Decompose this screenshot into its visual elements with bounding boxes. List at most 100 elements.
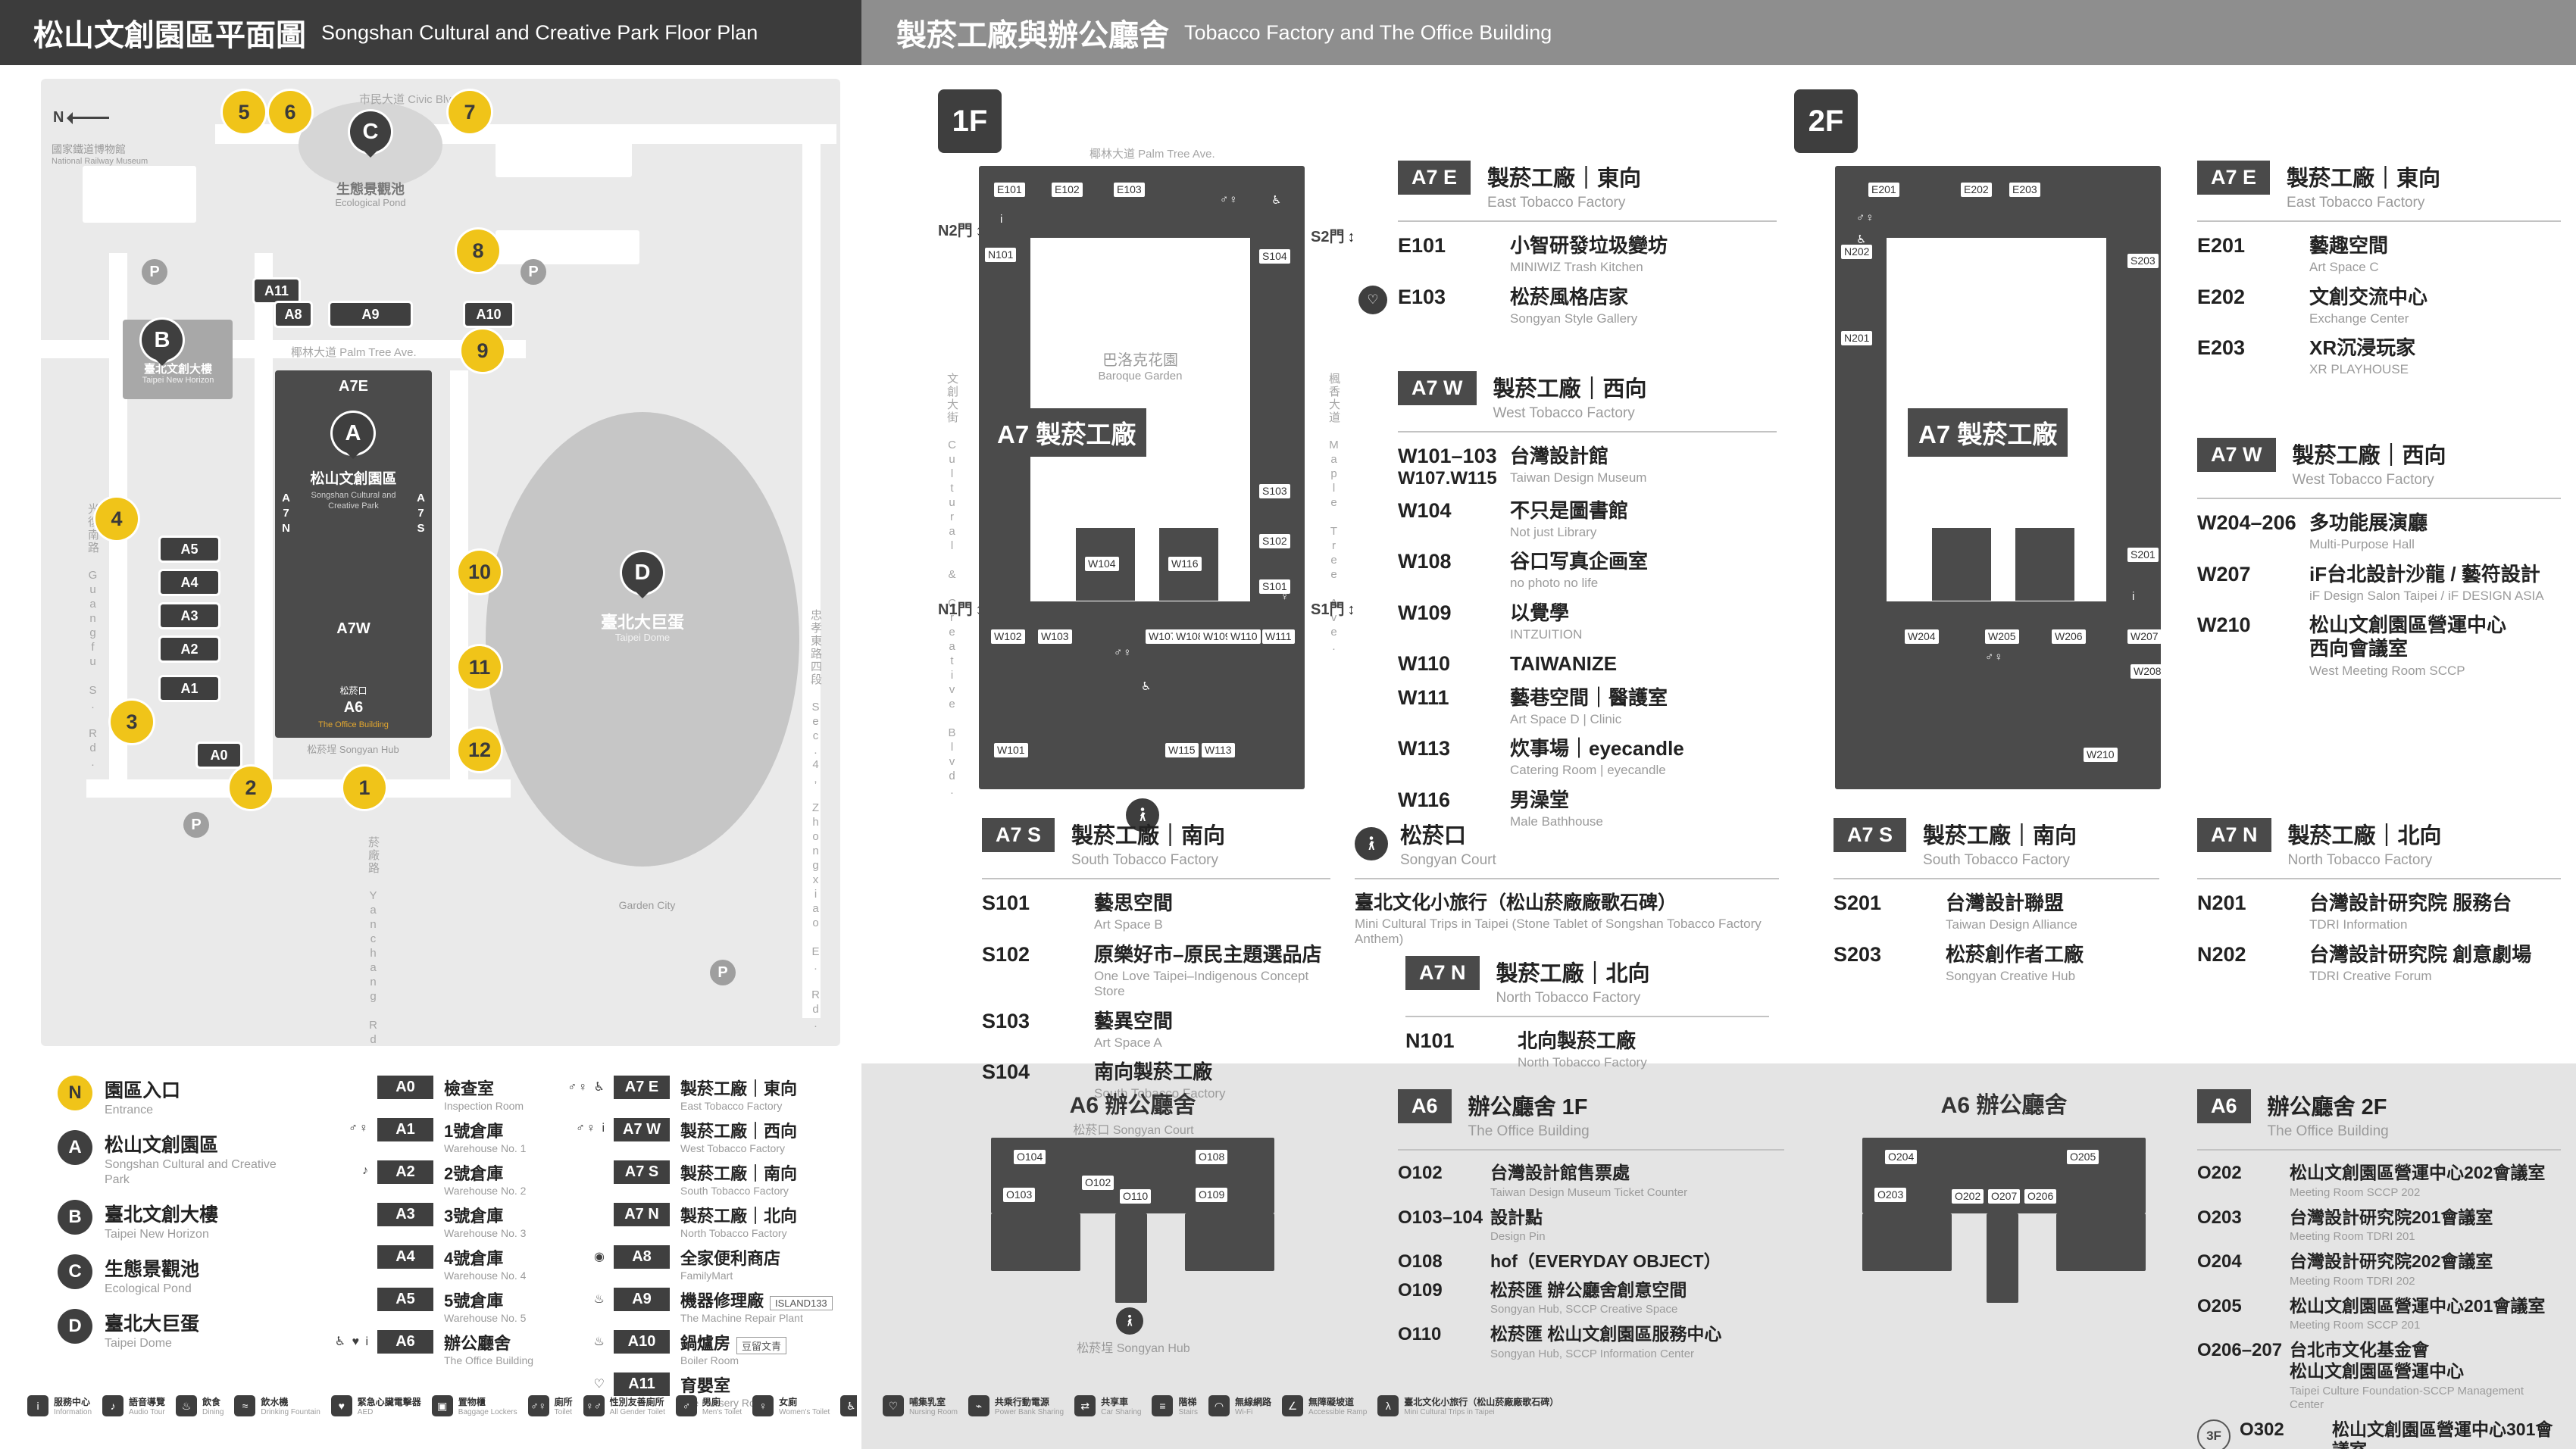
plan-room-label: E201 bbox=[1868, 183, 1899, 198]
legend-building-en: Warehouse No. 4 bbox=[444, 1269, 527, 1282]
legend-building-row: ♂♀ i A7 W 製菸工廠｜西向 West Tobacco Factory bbox=[539, 1118, 858, 1154]
legend-marker-en: Ecological Pond bbox=[105, 1282, 192, 1295]
a6-building-part bbox=[1862, 1213, 1952, 1271]
section-badge: A7 S bbox=[982, 818, 1055, 852]
a6-building-part bbox=[1185, 1213, 1274, 1271]
map-label-a7w: A7W bbox=[336, 620, 370, 637]
room-name-zh: 台灣設計聯盟 bbox=[1946, 892, 2065, 914]
entrance-marker: 3 bbox=[111, 701, 153, 743]
room-id: O110 bbox=[1398, 1324, 1442, 1345]
plan-room-label: S101 bbox=[1259, 579, 1290, 595]
room-id: S201 bbox=[1834, 892, 1882, 914]
legend-marker-zh: 臺北文創大樓 bbox=[105, 1204, 219, 1226]
legend-row-icons: ♂♀ bbox=[349, 1122, 370, 1135]
room-name-en: TDRI Creative Forum bbox=[2309, 968, 2432, 983]
room-row: O110 松菸匯 松山文創園區服務中心 Songyan Hub, SCCP In… bbox=[1398, 1324, 1784, 1361]
right-bottom-zone bbox=[861, 1063, 2576, 1449]
plan-room-label: N101 bbox=[985, 248, 1017, 263]
legend-row-icons: ◉ bbox=[594, 1251, 606, 1263]
map-pin: A bbox=[333, 413, 374, 454]
facility-item: ♿ 無障礙廁所Accessible Toilet bbox=[840, 1395, 857, 1416]
plan-facility-icon: ♿ bbox=[1856, 233, 1868, 246]
room-id: W111 bbox=[1398, 685, 1449, 709]
legend-building-badge: A7 N bbox=[614, 1203, 670, 1226]
legend-marker-circle: C bbox=[58, 1254, 92, 1289]
new-horizon-label-zh: 臺北文創大樓 bbox=[143, 363, 213, 376]
street-guangfu-s-rd: 光復南路 Guangfu S. Rd. bbox=[86, 503, 99, 770]
room-name-zh: 多功能展演廳 bbox=[2309, 511, 2428, 534]
legend-marker-row: A 松山文創園區 Songshan Cultural and Creative … bbox=[58, 1130, 302, 1188]
plan-room-label: O203 bbox=[1874, 1188, 1907, 1203]
room-id: W207 bbox=[2197, 562, 2251, 586]
map-building-block bbox=[496, 139, 632, 177]
room-name-zh: TAIWANIZE bbox=[1510, 652, 1618, 676]
room-name-en: One Love Taipei–Indigenous Concept Store bbox=[1094, 968, 1309, 999]
gate-label: S1門↕ bbox=[1311, 601, 1355, 618]
room-name-en: Songyan Style Gallery bbox=[1510, 311, 1638, 326]
floor-3f-marker: 3F bbox=[2197, 1419, 2231, 1449]
room-id: S103 bbox=[982, 1009, 1030, 1032]
street-yanchang-rd: 菸廠路 Yanchang Rd. bbox=[367, 836, 380, 1046]
legend-building-badge: A10 bbox=[614, 1330, 670, 1354]
toilet-icon: ♂♀ bbox=[527, 1395, 549, 1416]
right-panel-header: 製菸工廠與辦公廳舍 Tobacco Factory and The Office… bbox=[861, 0, 2576, 65]
room-name-en: TDRI Information bbox=[2309, 917, 2408, 932]
room-id: O206–207 bbox=[2197, 1340, 2283, 1361]
plan-room-label: O108 bbox=[1196, 1150, 1228, 1165]
legend-building-zh: 製菸工廠｜北向 bbox=[680, 1207, 798, 1226]
room-name-zh: 臺北文化小旅行（松山菸廠廠歌石碑） bbox=[1355, 892, 1677, 913]
legend-building-en: Warehouse No. 2 bbox=[444, 1185, 527, 1197]
section-badge: A7 E bbox=[1398, 161, 1471, 195]
a6-plan-title: A6 辦公廳舍 bbox=[1069, 1093, 1196, 1118]
room-row: S101 藝思空間 Art Space B bbox=[982, 892, 1330, 933]
legend-building-row: ♪ A2 2號倉庫 Warehouse No. 2 bbox=[303, 1160, 538, 1197]
room-name-en: Art Space C bbox=[2309, 260, 2379, 275]
room-row: 3F O302 松山文創園區營運中心301會議室 Meeting Room SC… bbox=[2197, 1419, 2561, 1449]
dining-icon: ♨ bbox=[176, 1395, 198, 1416]
legend-building-badge: A2 bbox=[377, 1160, 433, 1184]
plan1f-street-left: 文創大街 Cultural & Creative Blvd. bbox=[946, 373, 958, 798]
entrance-marker: 4 bbox=[95, 498, 138, 540]
legend-marker-en: Entrance bbox=[105, 1104, 154, 1116]
room-name-zh: 南向製菸工廠 bbox=[1094, 1060, 1213, 1084]
room-id: W101–103 W107.W115 bbox=[1398, 445, 1497, 489]
plan-room-label: S203 bbox=[2127, 254, 2159, 269]
floor-2f-badge: 2F bbox=[1794, 89, 1858, 153]
a6-plan-title: A6 辦公廳舍 bbox=[1940, 1093, 2068, 1118]
womens-toilet-icon: ♀ bbox=[752, 1395, 774, 1416]
plan-room-label: E202 bbox=[1961, 183, 1992, 198]
legend-building-en: The Machine Repair Plant bbox=[680, 1312, 803, 1324]
section-badge: A7 N bbox=[1405, 956, 1480, 990]
legend-building-badge: A3 bbox=[377, 1203, 433, 1226]
room-row: W116 男澡堂 Male Bathhouse bbox=[1398, 789, 1777, 830]
room-row: S102 原樂好市–原民主題選品店 One Love Taipei–Indige… bbox=[982, 943, 1330, 1000]
legend-building-zh: 鍋爐房 bbox=[680, 1334, 731, 1353]
entrance-marker: 12 bbox=[458, 729, 501, 771]
legend-building-en: The Office Building bbox=[444, 1354, 534, 1366]
map-label-songyan-court: 松菸口 bbox=[339, 685, 367, 696]
map-building-badge: A11 bbox=[255, 279, 299, 302]
room-row: W109 以覺學 INTZUITION bbox=[1398, 601, 1777, 643]
room-id: O109 bbox=[1398, 1279, 1443, 1301]
room-row: S104 南向製菸工廠 South Tobacco Factory bbox=[982, 1060, 1330, 1102]
power-bank-icon: ⌁ bbox=[968, 1395, 989, 1416]
map-building-badge: A5 bbox=[161, 538, 218, 561]
plan-room-label: W113 bbox=[1202, 743, 1235, 758]
room-name-en: Songyan Creative Hub bbox=[1946, 968, 2076, 983]
room-name-en: Exchange Center bbox=[2309, 311, 2409, 326]
gate-label: N2門↕ bbox=[938, 218, 983, 240]
room-id: W113 bbox=[1398, 737, 1451, 760]
map-building-badge: A9 bbox=[330, 303, 411, 326]
plan-room-label: W111 bbox=[1262, 629, 1295, 645]
right-title-en: Tobacco Factory and The Office Building bbox=[1184, 20, 1552, 44]
